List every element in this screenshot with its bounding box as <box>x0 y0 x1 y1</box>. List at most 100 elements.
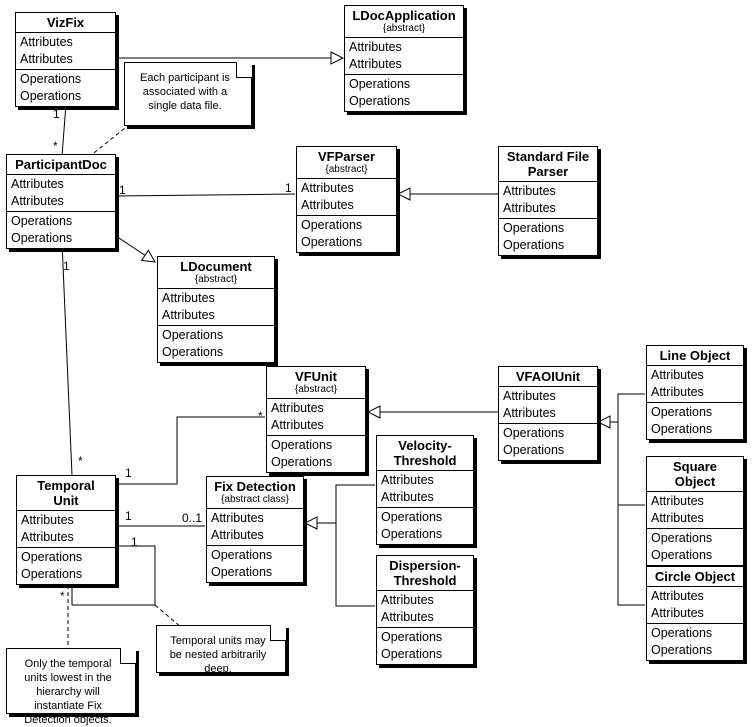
class-stereotype: {abstract} <box>325 164 368 175</box>
class-name: Dispersion-Threshold <box>389 558 461 588</box>
operation: Operations <box>503 238 565 252</box>
mult-participantdoc-temporal-one: 1 <box>63 259 70 273</box>
operation: Operations <box>20 72 82 86</box>
class-name: VizFix <box>46 15 85 30</box>
class-name: Temporal Unit <box>37 478 95 508</box>
note-fold <box>270 625 286 641</box>
attribute: Attributes <box>503 201 556 215</box>
operation: Operations <box>381 510 443 524</box>
operation: Operations <box>271 455 333 469</box>
mult-participantdoc-many: * <box>53 139 58 153</box>
operation: Operations <box>21 550 83 564</box>
note-nested: Temporal units may be nested arbitrarily… <box>156 625 286 675</box>
attribute: Attributes <box>381 490 434 504</box>
operation: Operations <box>651 548 713 562</box>
operation: Operations <box>651 643 713 657</box>
operation: Operations <box>301 218 363 232</box>
class-stereotype: {abstract} <box>294 384 338 395</box>
operation: Operations <box>381 630 443 644</box>
note-text: Only the temporal units lowest in the hi… <box>24 658 112 726</box>
attribute: Attributes <box>349 57 402 71</box>
attribute: Attributes <box>21 513 74 527</box>
class-name: VFAOIUnit <box>515 369 581 384</box>
attribute: Attributes <box>20 35 73 49</box>
attribute: Attributes <box>211 511 264 525</box>
operation: Operations <box>11 214 73 228</box>
attribute: Attributes <box>381 610 434 624</box>
mult-vizfix-one: 1 <box>53 107 60 121</box>
mult-temporalunit-fix-one: 1 <box>125 509 132 523</box>
note-nested-link <box>154 604 183 629</box>
attribute: Attributes <box>301 198 354 212</box>
operation: Operations <box>651 405 713 419</box>
participantdoc-temporalunit-association <box>61 241 73 476</box>
attribute: Attributes <box>651 385 704 399</box>
attribute: Attributes <box>381 593 434 607</box>
operation: Operations <box>503 426 565 440</box>
attribute: Attributes <box>503 184 556 198</box>
note-lowest: Only the temporal units lowest in the hi… <box>6 648 136 726</box>
temporalunit-vfunit-association <box>116 416 265 485</box>
mult-temporalunit-self-one: 1 <box>131 535 138 549</box>
mult-participantdoc-parser-one: 1 <box>119 183 126 197</box>
mult-vfparser-one: 1 <box>285 181 292 195</box>
attribute: Attributes <box>651 368 704 382</box>
note-text: Temporal units may be nested arbitrarily… <box>169 635 267 675</box>
operation: Operations <box>271 438 333 452</box>
class-fixdetection[interactable]: Fix Detection{abstract class} Attributes… <box>206 476 304 583</box>
class-stereotype: {abstract} <box>382 23 426 34</box>
class-stereotype: {abstract} <box>194 274 238 285</box>
attribute: Attributes <box>651 589 704 603</box>
mult-vfunit-many: * <box>258 409 263 423</box>
class-name: Line Object <box>659 348 731 363</box>
attribute: Attributes <box>381 473 434 487</box>
class-name: Standard File Parser <box>506 149 590 179</box>
objects-vfaoiunit-generalization-bus <box>617 393 645 606</box>
class-stereotype: {abstract class} <box>221 494 289 505</box>
attribute: Attributes <box>503 389 556 403</box>
operation: Operations <box>349 94 411 108</box>
class-name: VFParser <box>317 149 376 164</box>
participantdoc-vfparser-association <box>115 193 296 197</box>
attribute: Attributes <box>503 406 556 420</box>
operation: Operations <box>162 328 224 342</box>
attribute: Attributes <box>21 530 74 544</box>
attribute: Attributes <box>301 181 354 195</box>
thresholds-fixdetection-bus <box>335 484 375 607</box>
operation: Operations <box>503 443 565 457</box>
operation: Operations <box>349 77 411 91</box>
operation: Operations <box>651 626 713 640</box>
mult-fixdetection-range: 0..1 <box>182 511 203 525</box>
class-name: ParticipantDoc <box>15 157 107 172</box>
attribute: Attributes <box>162 308 215 322</box>
operation: Operations <box>162 345 224 359</box>
attribute: Attributes <box>271 418 324 432</box>
attribute: Attributes <box>651 606 704 620</box>
note-text: Each participant is associated with a si… <box>140 72 230 112</box>
vizfix-participantdoc-association <box>61 103 67 157</box>
class-name: Circle Object <box>654 569 736 584</box>
class-name: LDocApplication <box>352 8 456 23</box>
mult-temporalunit-self-many: * <box>60 589 65 603</box>
class-name: Velocity-Threshold <box>393 438 457 468</box>
operation: Operations <box>21 567 83 581</box>
attribute: Attributes <box>11 194 64 208</box>
mult-temporalunit-many: * <box>78 454 83 468</box>
operation: Operations <box>211 548 273 562</box>
operation: Operations <box>381 527 443 541</box>
operation: Operations <box>301 235 363 249</box>
